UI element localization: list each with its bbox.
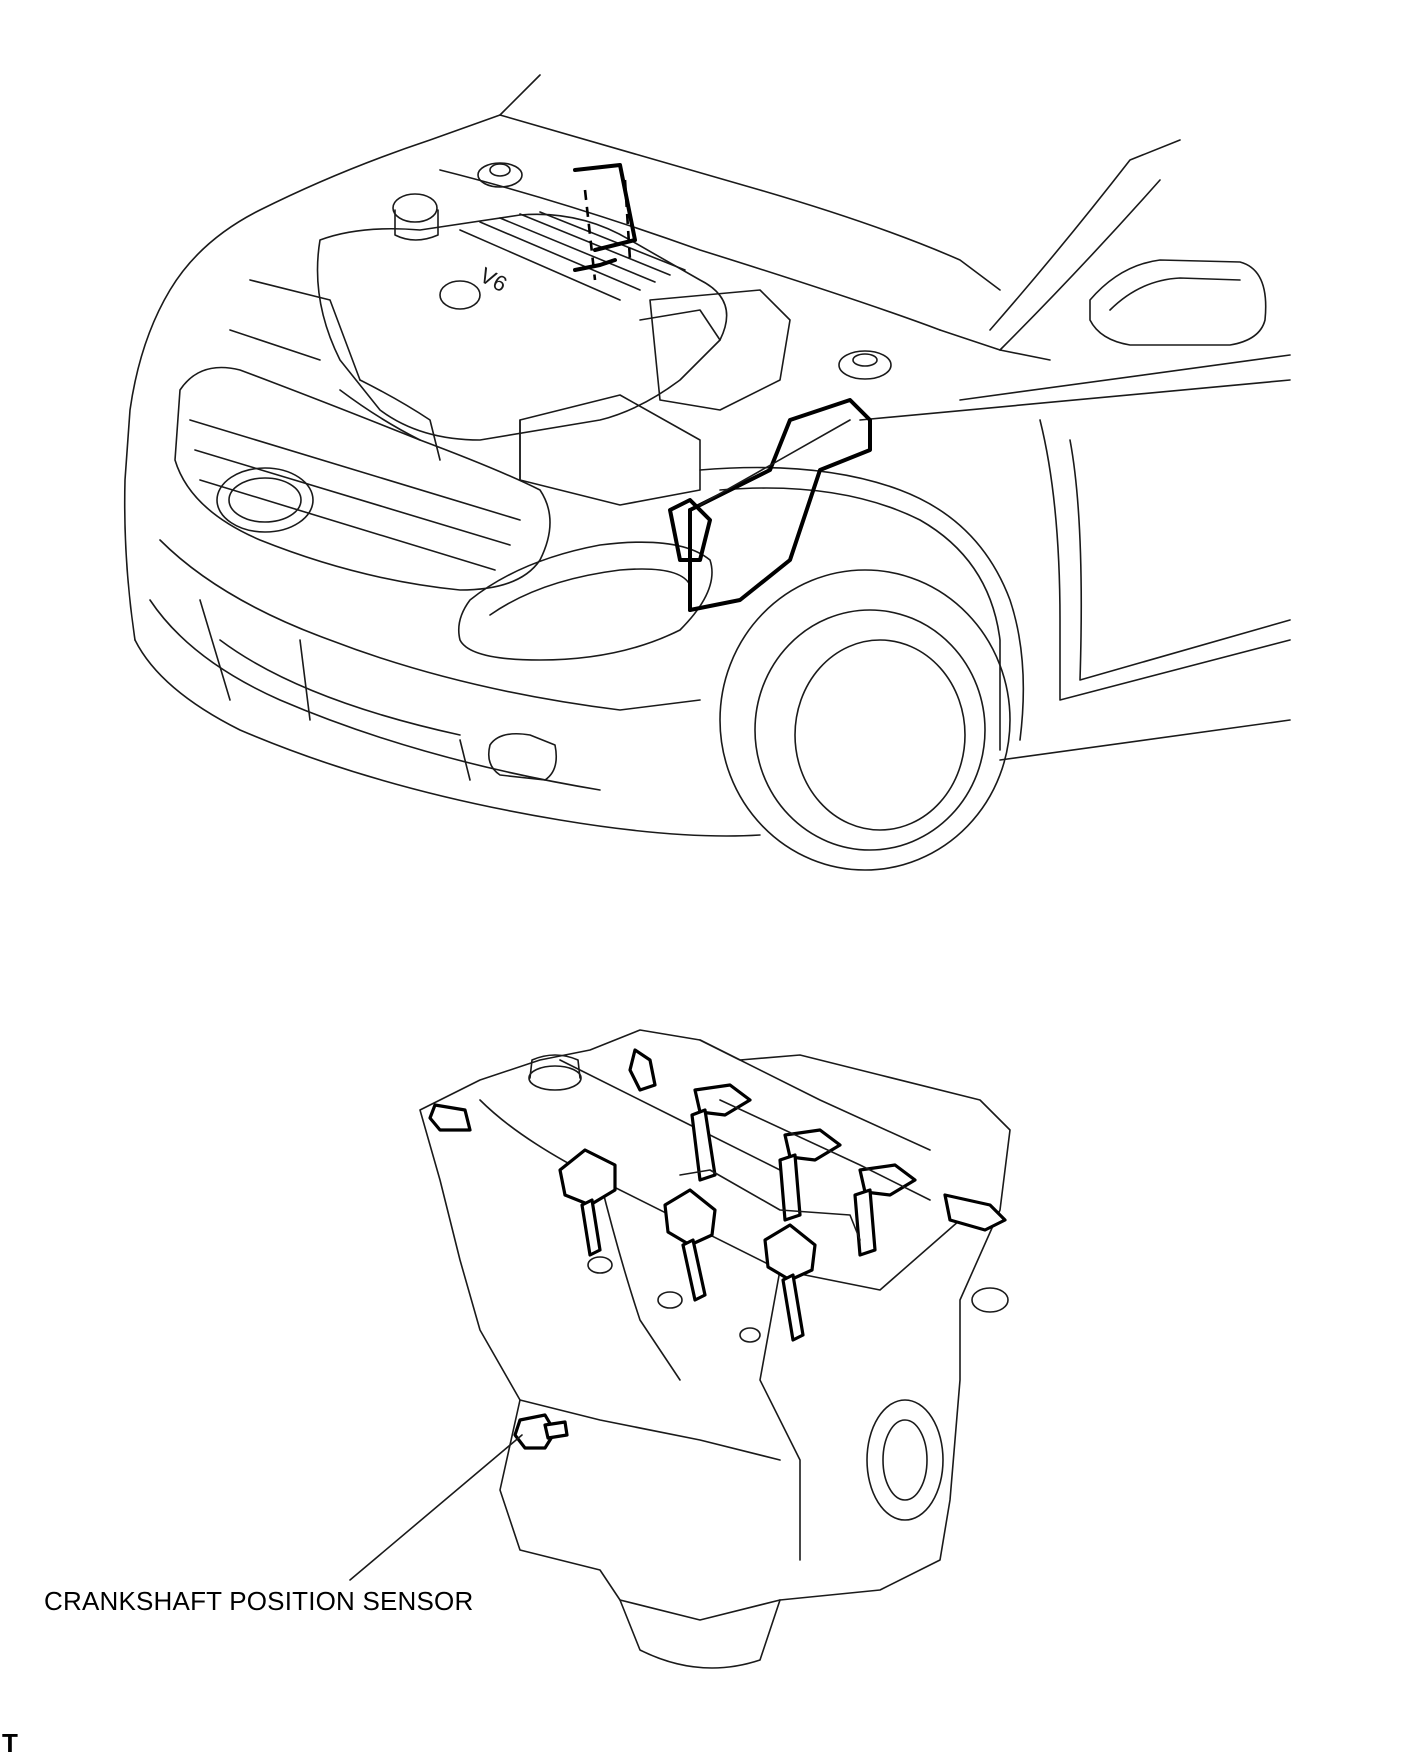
corner-mark: T bbox=[2, 1728, 19, 1758]
engine-badge: V6 bbox=[476, 262, 512, 297]
ignition-coils bbox=[428, 1048, 1007, 1342]
coil-5 bbox=[778, 1128, 842, 1222]
vehicle-front-view bbox=[123, 74, 1291, 871]
sensor-leader-line bbox=[349, 1434, 523, 1581]
ecu-highlight bbox=[573, 163, 872, 612]
coil-3 bbox=[763, 1223, 817, 1342]
engine-block bbox=[419, 1029, 1011, 1669]
coil-4 bbox=[690, 1083, 752, 1182]
coil-2 bbox=[663, 1188, 717, 1302]
coil-1 bbox=[558, 1148, 617, 1257]
crankshaft-sensor-label: CRANKSHAFT POSITION SENSOR bbox=[44, 1586, 474, 1616]
crankshaft-position-sensor bbox=[513, 1413, 569, 1450]
coil-6 bbox=[853, 1163, 917, 1257]
